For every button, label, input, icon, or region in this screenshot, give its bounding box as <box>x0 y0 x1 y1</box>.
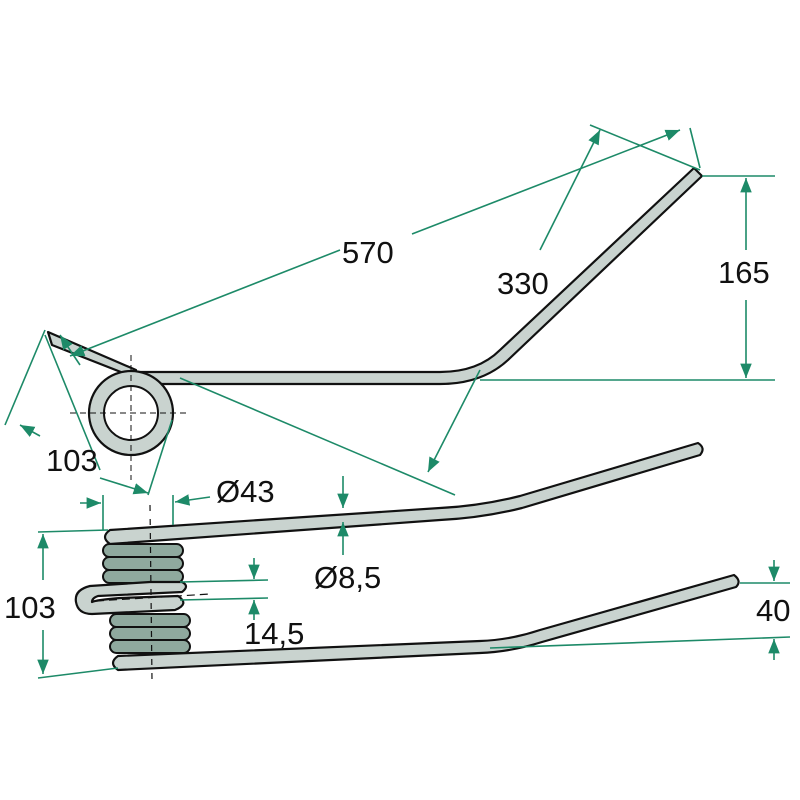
dim-coil-width: 103 <box>4 590 56 625</box>
spring-coils <box>74 543 191 654</box>
dim-loop-gap: 14,5 <box>244 616 304 651</box>
dim-coil-diameter: Ø43 <box>216 474 275 509</box>
dim-length-bent: 330 <box>497 266 549 301</box>
side-view: Ø43 Ø8,5 103 14,5 40 <box>4 441 790 681</box>
top-view: 570 330 165 103 <box>4 124 775 496</box>
lower-tine <box>111 573 740 672</box>
dim-wire-diameter: Ø8,5 <box>314 560 381 595</box>
tine-top-arm <box>138 166 704 386</box>
dim-coil-offset: 103 <box>46 443 98 478</box>
upper-tine <box>103 441 704 546</box>
dim-length-total: 570 <box>342 235 394 270</box>
dim-height: 165 <box>718 255 770 290</box>
dim-tip-offset: 40 <box>756 593 790 628</box>
